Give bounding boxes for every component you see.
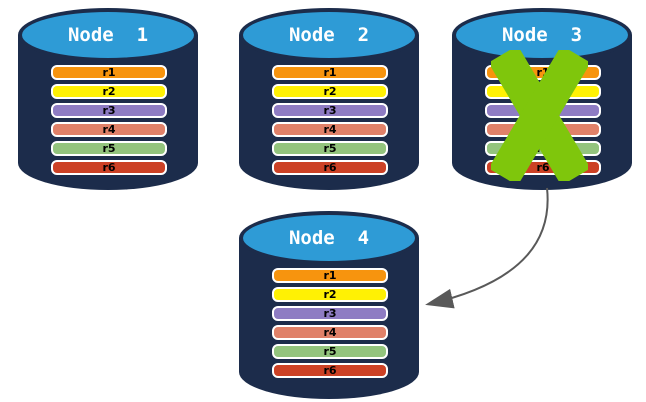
transfer-arrow xyxy=(425,187,549,309)
replica-bar-r3: r3 xyxy=(51,103,167,118)
node-1-cylinder-top xyxy=(18,8,198,62)
replica-bar-r5: r5 xyxy=(51,141,167,156)
replica-bar-r5: r5 xyxy=(272,141,388,156)
node-1-cylinder: Node 1 r1 r2 r3 r4 r5 r6 xyxy=(18,8,198,190)
node-4-replica-list: r1 r2 r3 r4 r5 r6 xyxy=(272,268,388,378)
replica-bar-r2: r2 xyxy=(51,84,167,99)
node-4-cylinder-top xyxy=(239,211,419,265)
replica-bar-r4: r4 xyxy=(51,122,167,137)
node-1-title: Node 1 xyxy=(67,24,149,46)
node-3-title: Node 3 xyxy=(501,24,583,46)
node-2-title: Node 2 xyxy=(288,24,370,46)
replica-bar-r3: r3 xyxy=(272,103,388,118)
replica-bar-r1: r1 xyxy=(272,268,388,283)
node-1-replica-list: r1 r2 r3 r4 r5 r6 xyxy=(51,65,167,175)
failure-x-icon xyxy=(491,50,588,181)
replica-bar-r5: r5 xyxy=(272,344,388,359)
node-4-title: Node 4 xyxy=(288,227,370,249)
replica-bar-r3: r3 xyxy=(272,306,388,321)
replica-bar-r2: r2 xyxy=(272,287,388,302)
node-2-cylinder-top xyxy=(239,8,419,62)
node-2-replica-list: r1 r2 r3 r4 r5 r6 xyxy=(272,65,388,175)
replica-bar-r4: r4 xyxy=(272,325,388,340)
replica-bar-r1: r1 xyxy=(51,65,167,80)
replica-bar-r4: r4 xyxy=(272,122,388,137)
replica-bar-r6: r6 xyxy=(272,363,388,378)
node-4-cylinder: Node 4 r1 r2 r3 r4 r5 r6 xyxy=(239,211,419,399)
node-3-cylinder-top xyxy=(452,8,632,62)
replica-bar-r2: r2 xyxy=(272,84,388,99)
node-2-cylinder: Node 2 r1 r2 r3 r4 r5 r6 xyxy=(239,8,419,190)
replica-bar-r6: r6 xyxy=(272,160,388,175)
replica-bar-r6: r6 xyxy=(51,160,167,175)
replica-bar-r1: r1 xyxy=(272,65,388,80)
